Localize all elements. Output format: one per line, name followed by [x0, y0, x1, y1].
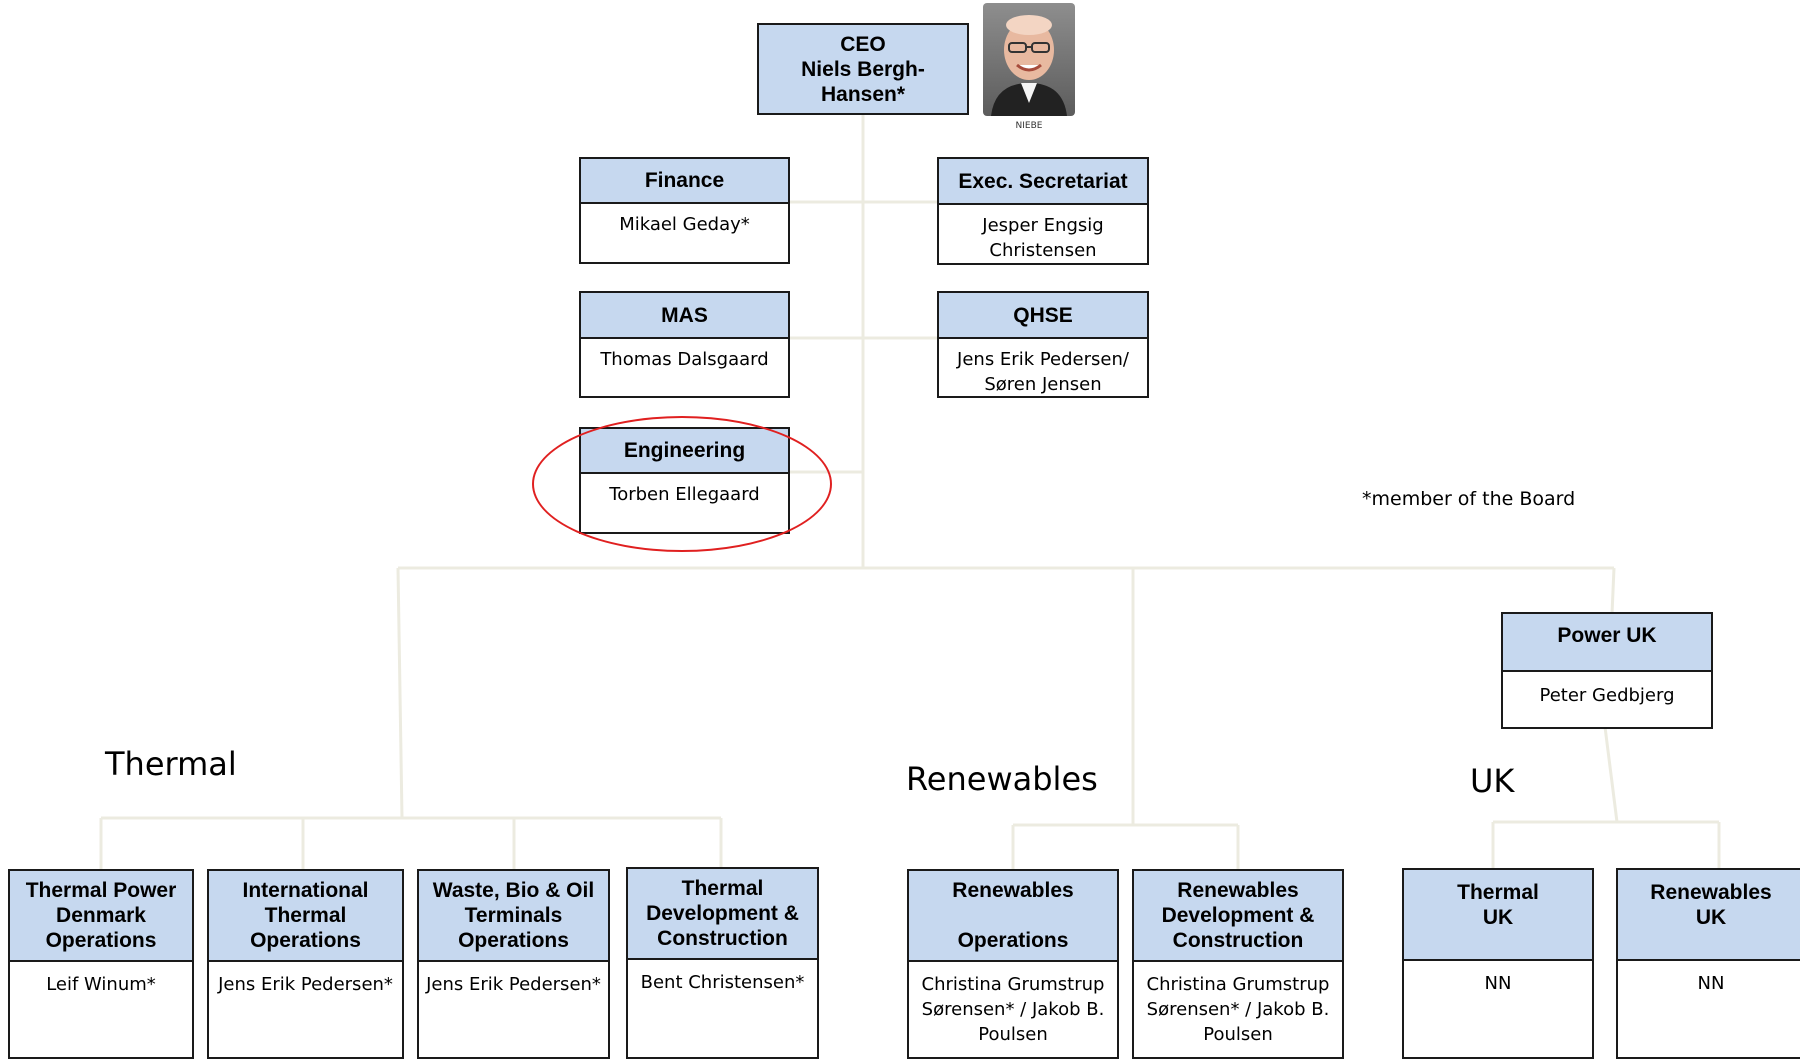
unit-title: Thermal Power Denmark Operations	[10, 871, 192, 962]
board-member-note: *member of the Board	[1362, 488, 1576, 510]
unit-person: Leif Winum*	[46, 974, 156, 995]
finance-box: Finance Mikael Geday*	[579, 157, 790, 264]
section-uk: UK	[1470, 762, 1515, 800]
unit-thermal-power-denmark: Thermal Power Denmark Operations Leif Wi…	[8, 869, 194, 1059]
unit-waste-bio-oil: Waste, Bio & Oil Terminals Operations Je…	[417, 869, 610, 1059]
unit-person: Christina Grumstrup Sørensen* / Jakob B.…	[921, 974, 1105, 1045]
unit-renewables-operations: Renewables Operations Christina Grumstru…	[907, 869, 1119, 1059]
unit-thermal-development: Thermal Development & Construction Bent …	[626, 867, 819, 1059]
qhse-person: Jens Erik Pedersen/ Søren Jensen	[957, 349, 1129, 395]
unit-renewables-uk: Renewables UK NN	[1616, 868, 1800, 1059]
ceo-name: Niels Bergh- Hansen*	[801, 57, 925, 106]
engineering-highlight-circle	[532, 416, 832, 552]
unit-title: Thermal Development & Construction	[628, 869, 817, 960]
power-uk-person: Peter Gedbjerg	[1539, 685, 1675, 706]
finance-person: Mikael Geday*	[619, 214, 750, 235]
unit-renewables-development: Renewables Development & Construction Ch…	[1132, 869, 1344, 1059]
section-thermal: Thermal	[105, 745, 237, 783]
mas-box: MAS Thomas Dalsgaard	[579, 291, 790, 398]
exec-secretariat-person: Jesper Engsig Christensen	[982, 215, 1104, 261]
unit-thermal-uk: Thermal UK NN	[1402, 868, 1594, 1059]
unit-title: Renewables Operations	[909, 871, 1117, 962]
unit-title: Renewables UK	[1618, 870, 1800, 961]
ceo-box	[757, 23, 969, 115]
qhse-box: QHSE Jens Erik Pedersen/ Søren Jensen	[937, 291, 1149, 398]
unit-person: Bent Christensen*	[640, 972, 805, 993]
unit-title: Waste, Bio & Oil Terminals Operations	[419, 871, 608, 962]
exec-secretariat-box: Exec. Secretariat Jesper Engsig Christen…	[937, 157, 1149, 265]
unit-person: NN	[1697, 973, 1725, 994]
mas-title: MAS	[581, 293, 788, 339]
unit-person: Jens Erik Pedersen*	[218, 974, 393, 995]
unit-person: Jens Erik Pedersen*	[426, 974, 601, 995]
unit-title: Thermal UK	[1404, 870, 1592, 961]
ceo-photo	[983, 3, 1075, 116]
power-uk-box: Power UK Peter Gedbjerg	[1501, 612, 1713, 729]
ceo-title-text: CEO	[840, 32, 886, 56]
unit-international-thermal: International Thermal Operations Jens Er…	[207, 869, 404, 1059]
finance-title: Finance	[581, 159, 788, 204]
unit-person: Christina Grumstrup Sørensen* / Jakob B.…	[1146, 974, 1330, 1045]
exec-secretariat-title: Exec. Secretariat	[939, 159, 1147, 205]
mas-person: Thomas Dalsgaard	[600, 349, 769, 370]
power-uk-title: Power UK	[1503, 614, 1711, 672]
photo-caption: NIEBE	[1015, 121, 1043, 131]
section-renewables: Renewables	[906, 760, 1098, 798]
unit-title: Renewables Development & Construction	[1134, 871, 1342, 962]
ceo-label: CEO Niels Bergh- Hansen*	[757, 23, 969, 115]
qhse-title: QHSE	[939, 293, 1147, 339]
unit-person: NN	[1484, 973, 1512, 994]
unit-title: International Thermal Operations	[209, 871, 402, 962]
